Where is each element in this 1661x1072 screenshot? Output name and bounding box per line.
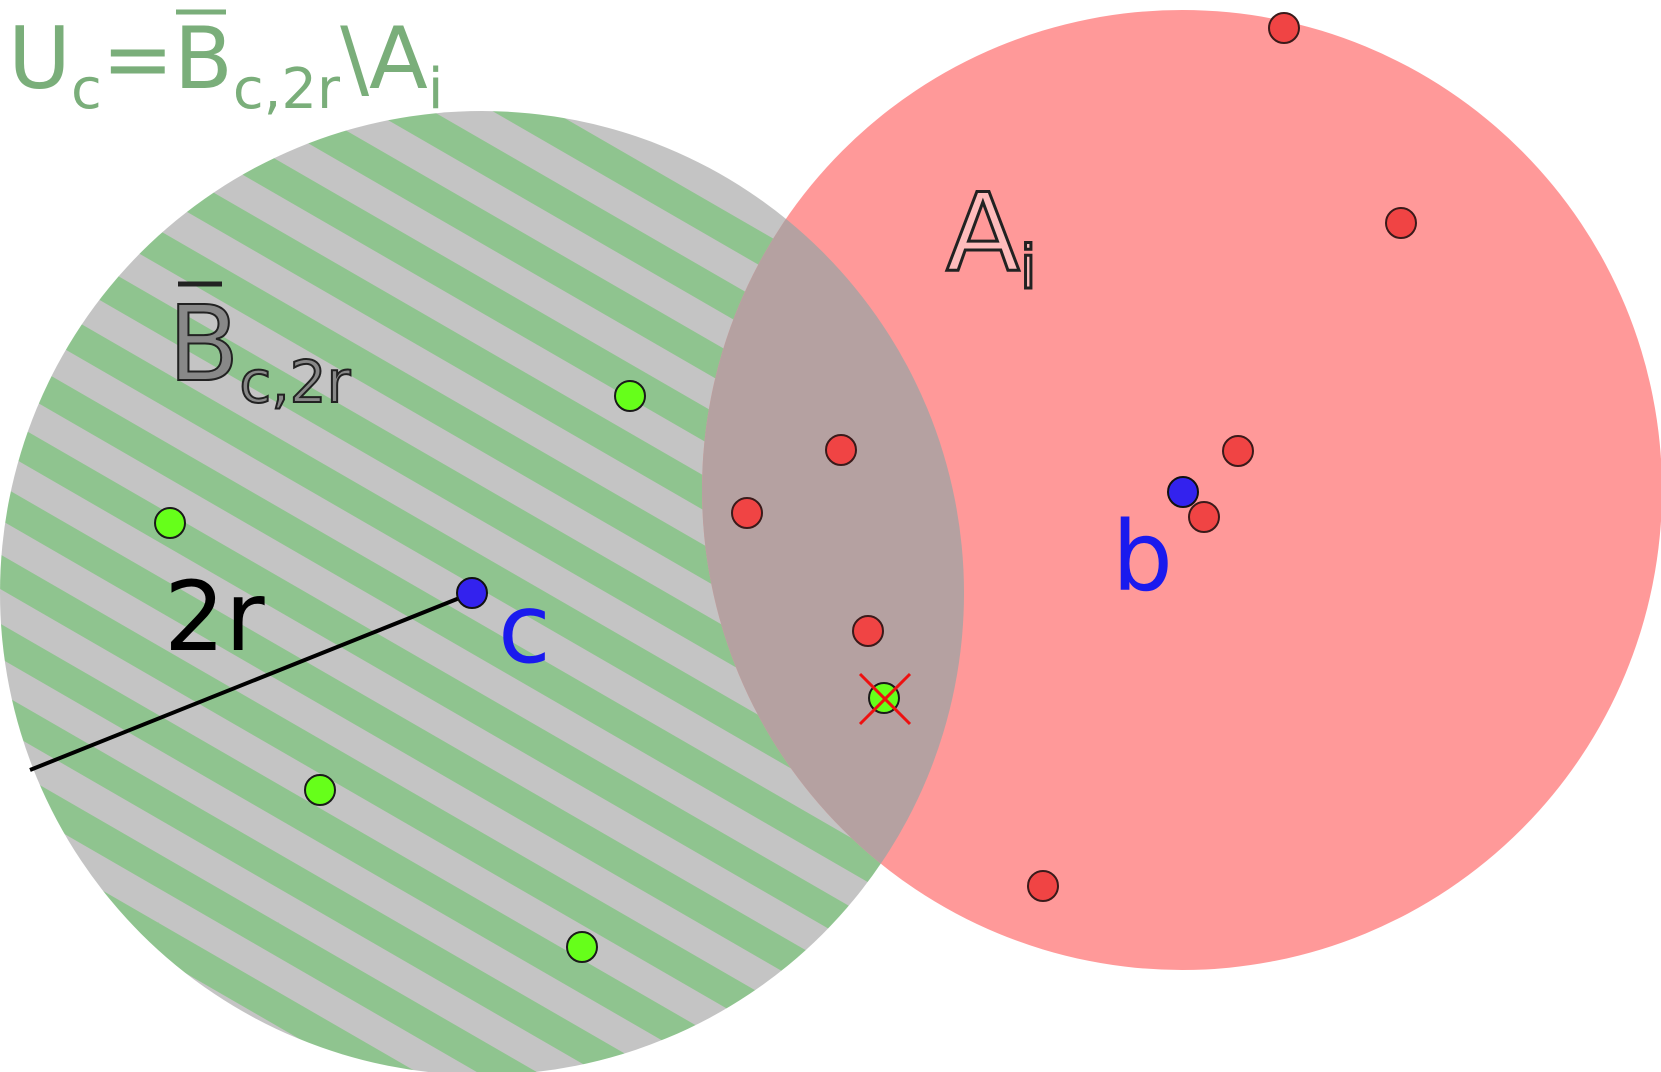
formula-a-sub: i <box>428 57 444 122</box>
red-point <box>1385 207 1417 239</box>
radius-label: 2r <box>164 561 265 673</box>
cross-icon <box>858 672 912 726</box>
red-point <box>731 497 763 529</box>
red-point <box>1027 870 1059 902</box>
green-point <box>614 380 646 412</box>
red-point <box>1188 501 1220 533</box>
formula-eq: = <box>102 9 174 109</box>
formula-b: B <box>174 9 233 109</box>
center-b-label: b <box>1112 501 1173 613</box>
red-point <box>1222 435 1254 467</box>
center-c-label: c <box>498 573 551 685</box>
formula-setminus: \ <box>340 9 369 109</box>
formula-b-sub: c,2r <box>233 57 341 122</box>
formula-u-sub: c <box>71 57 102 122</box>
red-point <box>852 615 884 647</box>
formula-a: A <box>369 9 428 109</box>
ball-label-sub: c,2r <box>239 348 350 416</box>
red-point <box>825 434 857 466</box>
ball-label-b: B <box>168 283 239 405</box>
center-point-c <box>456 577 488 609</box>
red-point <box>1268 12 1300 44</box>
formula-u: U <box>8 9 71 109</box>
formula-title: Uc=Bc,2r\Ai <box>8 9 443 122</box>
set-label-sub: i <box>1020 233 1037 303</box>
radius-line <box>29 591 473 772</box>
red-points <box>731 12 1417 902</box>
center-point-b <box>1167 476 1199 508</box>
ball-label: Bc,2r <box>168 283 351 416</box>
green-point <box>154 507 186 539</box>
set-label-a: A <box>946 171 1020 296</box>
green-point <box>566 931 598 963</box>
set-label: Ai <box>946 171 1037 303</box>
green-point <box>304 774 336 806</box>
